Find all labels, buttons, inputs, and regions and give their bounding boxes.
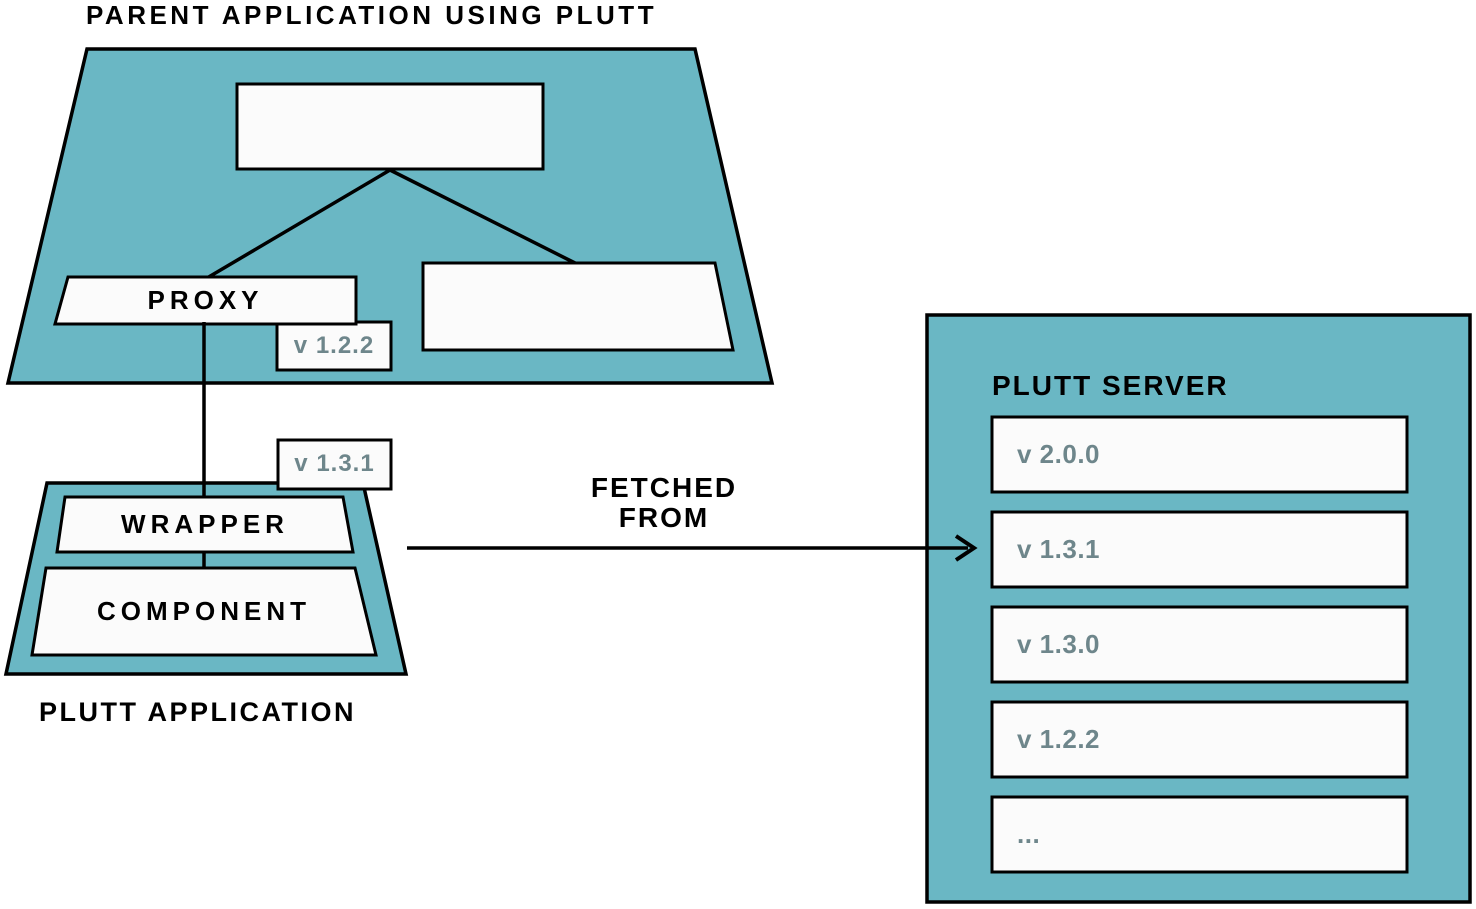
server-version-label-3: v 1.3.0	[1017, 629, 1101, 660]
plutt-version-label: v 1.3.1	[294, 450, 375, 478]
proxy-version-box	[275, 320, 393, 372]
plutt-app-caption: PLUTT APPLICATION	[39, 697, 356, 727]
tree-line-right	[389, 168, 578, 266]
server-version-box-3	[990, 605, 1409, 684]
root-component-box	[235, 82, 545, 171]
proxy-version-label: v 1.2.2	[293, 331, 375, 359]
server-version-box-5	[990, 795, 1409, 874]
tree-line-left	[206, 168, 391, 280]
wrapper-label: WRAPPER	[121, 509, 289, 540]
fetched-from-label: FETCHED FROM	[534, 473, 794, 533]
plutt-version-box	[276, 438, 393, 491]
component-label: COMPONENT	[97, 596, 311, 627]
proxy-label: PROXY	[147, 285, 264, 316]
wrapper-box	[55, 495, 355, 554]
proxy-box	[53, 275, 358, 326]
parent-app-title: PARENT APPLICATION USING PLUTT	[86, 0, 658, 30]
fetched-from-line1: FETCHED	[590, 472, 738, 503]
server-version-box-4	[990, 700, 1409, 779]
plutt-server-title: PLUTT SERVER	[992, 370, 1229, 401]
component-box	[30, 566, 378, 657]
server-version-label-4: v 1.2.2	[1017, 724, 1101, 755]
server-version-label-2: v 1.3.1	[1017, 534, 1101, 565]
arrow-head-icon	[954, 534, 978, 562]
sibling-component-box	[421, 261, 735, 352]
server-version-label-1: v 2.0.0	[1017, 439, 1101, 470]
server-version-label-5: ...	[1017, 819, 1041, 850]
server-version-box-2	[990, 510, 1409, 589]
fetched-from-line2: FROM	[618, 502, 710, 533]
server-version-box-1	[990, 415, 1409, 494]
